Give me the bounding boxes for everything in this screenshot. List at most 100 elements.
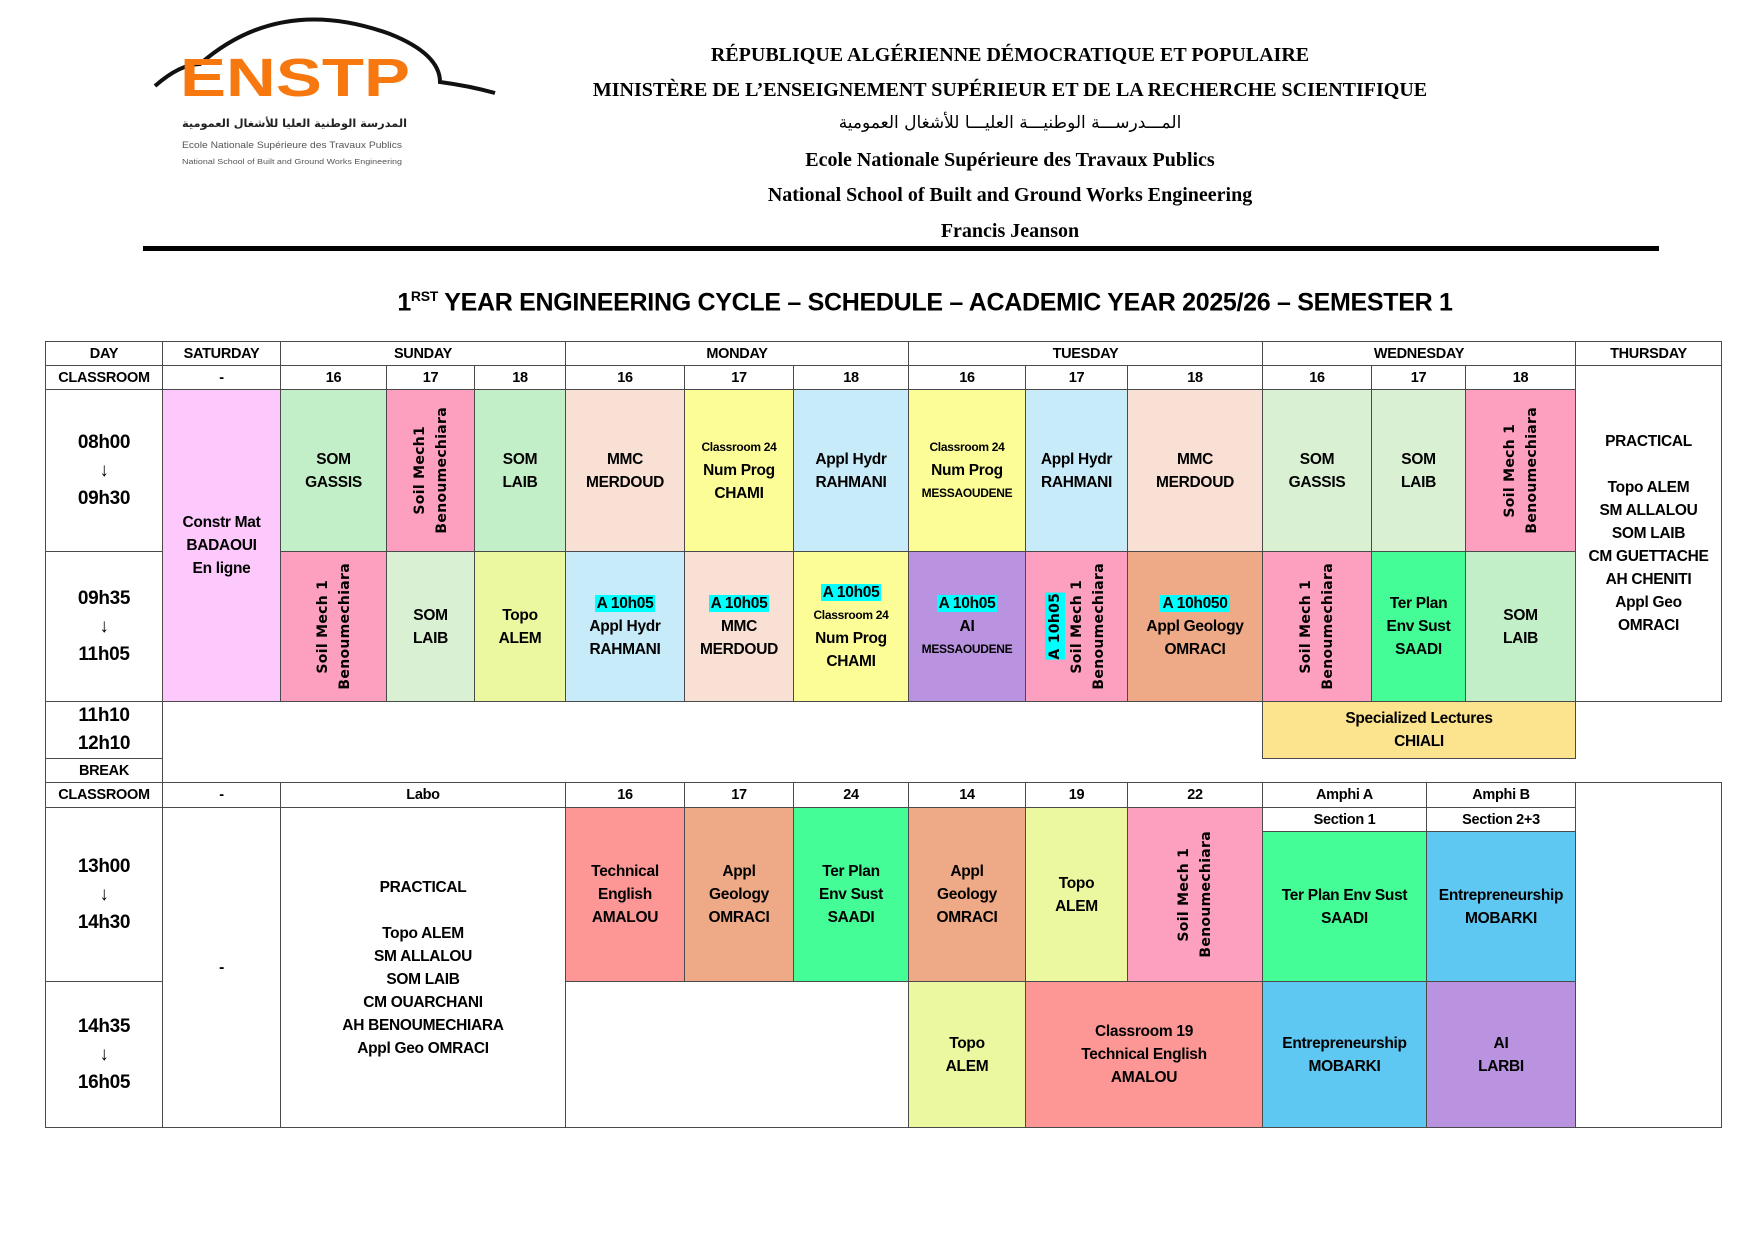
cell-line: SM ALLALOU [373, 947, 473, 965]
cell-line: RAHMANI [589, 641, 661, 658]
cell-line: Soil Mech1 [411, 426, 428, 515]
highlighted-time: A 10h05 [708, 595, 770, 612]
cell-line: Section 1 [1313, 811, 1376, 828]
cell-line: 17 [1410, 369, 1427, 386]
cell-line: MERDOUD [1156, 473, 1234, 491]
blank-monday-afternoon [565, 981, 909, 1128]
cell-line: Ter Plan [1389, 595, 1448, 612]
cell-line: AMALOU [591, 909, 659, 926]
cell-line: SOM [502, 450, 538, 468]
cell-line: MESSAOUDENE [921, 642, 1013, 656]
cell-line: 14 [959, 787, 975, 803]
cell-line: Num Prog [931, 462, 1003, 479]
cell-line: Technical English [1081, 1046, 1207, 1063]
cell-line: AI [959, 618, 975, 635]
cell-line: CHAMI [826, 652, 876, 670]
cell-line: CLASSROOM [58, 787, 150, 803]
cell-line: 16 [959, 369, 975, 386]
cell-line: Labo [406, 787, 440, 803]
cell-line: SAADI [827, 909, 875, 926]
cell-line: Constr Mat [182, 514, 261, 531]
cell-line: Benoumechiara [1523, 407, 1540, 534]
cell-line: AMALOU [1110, 1069, 1178, 1086]
cell-line: GASSIS [305, 473, 362, 491]
cell-line: Appl Geology [1146, 618, 1244, 635]
cell-line: A 10h05 [1044, 593, 1066, 660]
cell-line: BREAK [78, 762, 130, 779]
header-cell-h2-secB: Section 2+3 [1426, 807, 1576, 832]
cell-line: PRACTICAL [379, 878, 467, 896]
title-text: YEAR ENGINEERING CYCLE – SCHEDULE – ACAD… [438, 288, 1453, 317]
header-divider [143, 246, 1659, 251]
cell-line: Geology [937, 886, 997, 903]
cell-line: PRACTICAL [1605, 433, 1692, 450]
cell-line: A 10h05 [936, 592, 998, 615]
header-cell-h-r-mon16: 16 [565, 365, 685, 390]
cell-line: 18 [1512, 369, 1529, 386]
header-cell-h2-m24: 24 [793, 782, 909, 808]
time-slot-t2: 09h35↓11h05 [45, 551, 163, 702]
cell-line: Appl Hydr [1040, 450, 1113, 468]
cell-line: 16 [617, 369, 633, 386]
header-cell-h-r-tue16: 16 [908, 365, 1026, 390]
cell-line: 17 [731, 369, 747, 386]
cell-line: 14h30 [77, 911, 131, 933]
header-cell-h-r-wed18: 18 [1465, 365, 1576, 390]
cell-line: MMC [720, 618, 758, 635]
header-cell-h-r-wed16: 16 [1262, 365, 1372, 390]
header-cell-h-thu: THURSDAY [1575, 341, 1722, 366]
cell-line: LAIB [502, 473, 538, 491]
header-cell-h2-m17: 17 [684, 782, 794, 808]
cell-line: 16h05 [77, 1071, 131, 1093]
header-cell-h-day: DAY [45, 341, 163, 366]
cell-line: Entrepreneurship [1438, 886, 1564, 904]
header-campus: Francis Jeanson [940, 220, 1080, 242]
cell-line: 13h00 [77, 855, 131, 877]
course-cell-sun18-1: SOM LAIB [474, 389, 566, 552]
cell-line: THURSDAY [1610, 345, 1687, 362]
cell-line: LAIB [413, 629, 448, 647]
cell-line: 24 [843, 787, 859, 803]
header-cell-h2-room: CLASSROOM [45, 782, 163, 808]
cell-line: Num Prog [703, 462, 775, 479]
cell-line: Soil Mech 1 [1298, 579, 1314, 674]
cell-line: BADAOUI [186, 537, 257, 554]
cell-line: Benoumechiara [1090, 563, 1107, 690]
cell-line: RAHMANI [815, 473, 887, 491]
cell-line: CHAMI [714, 485, 764, 502]
highlighted-time: A 10h05 [1044, 593, 1065, 660]
cell-line: SOM LAIB [1611, 525, 1686, 542]
cell-line: Classroom 24 [929, 440, 1005, 454]
cell-line: SOM [413, 606, 448, 624]
cell-line: OMRACI [708, 909, 770, 926]
cell-line: SAADI [1395, 641, 1442, 658]
header-cell-h2-t22: 22 [1127, 782, 1263, 808]
cell-line: Topo ALEM [382, 924, 464, 942]
cell-line: 11h10 [78, 705, 130, 726]
cell-line: 12h10 [77, 733, 131, 754]
svg-text:ENSTP: ENSTP [180, 48, 410, 108]
cell-line: 09h30 [77, 487, 131, 509]
cell-line: Appl [722, 863, 756, 880]
cell-line: En ligne [192, 560, 251, 577]
cell-line: 09h35 [77, 587, 131, 609]
cell-line: OMRACI [936, 909, 998, 926]
